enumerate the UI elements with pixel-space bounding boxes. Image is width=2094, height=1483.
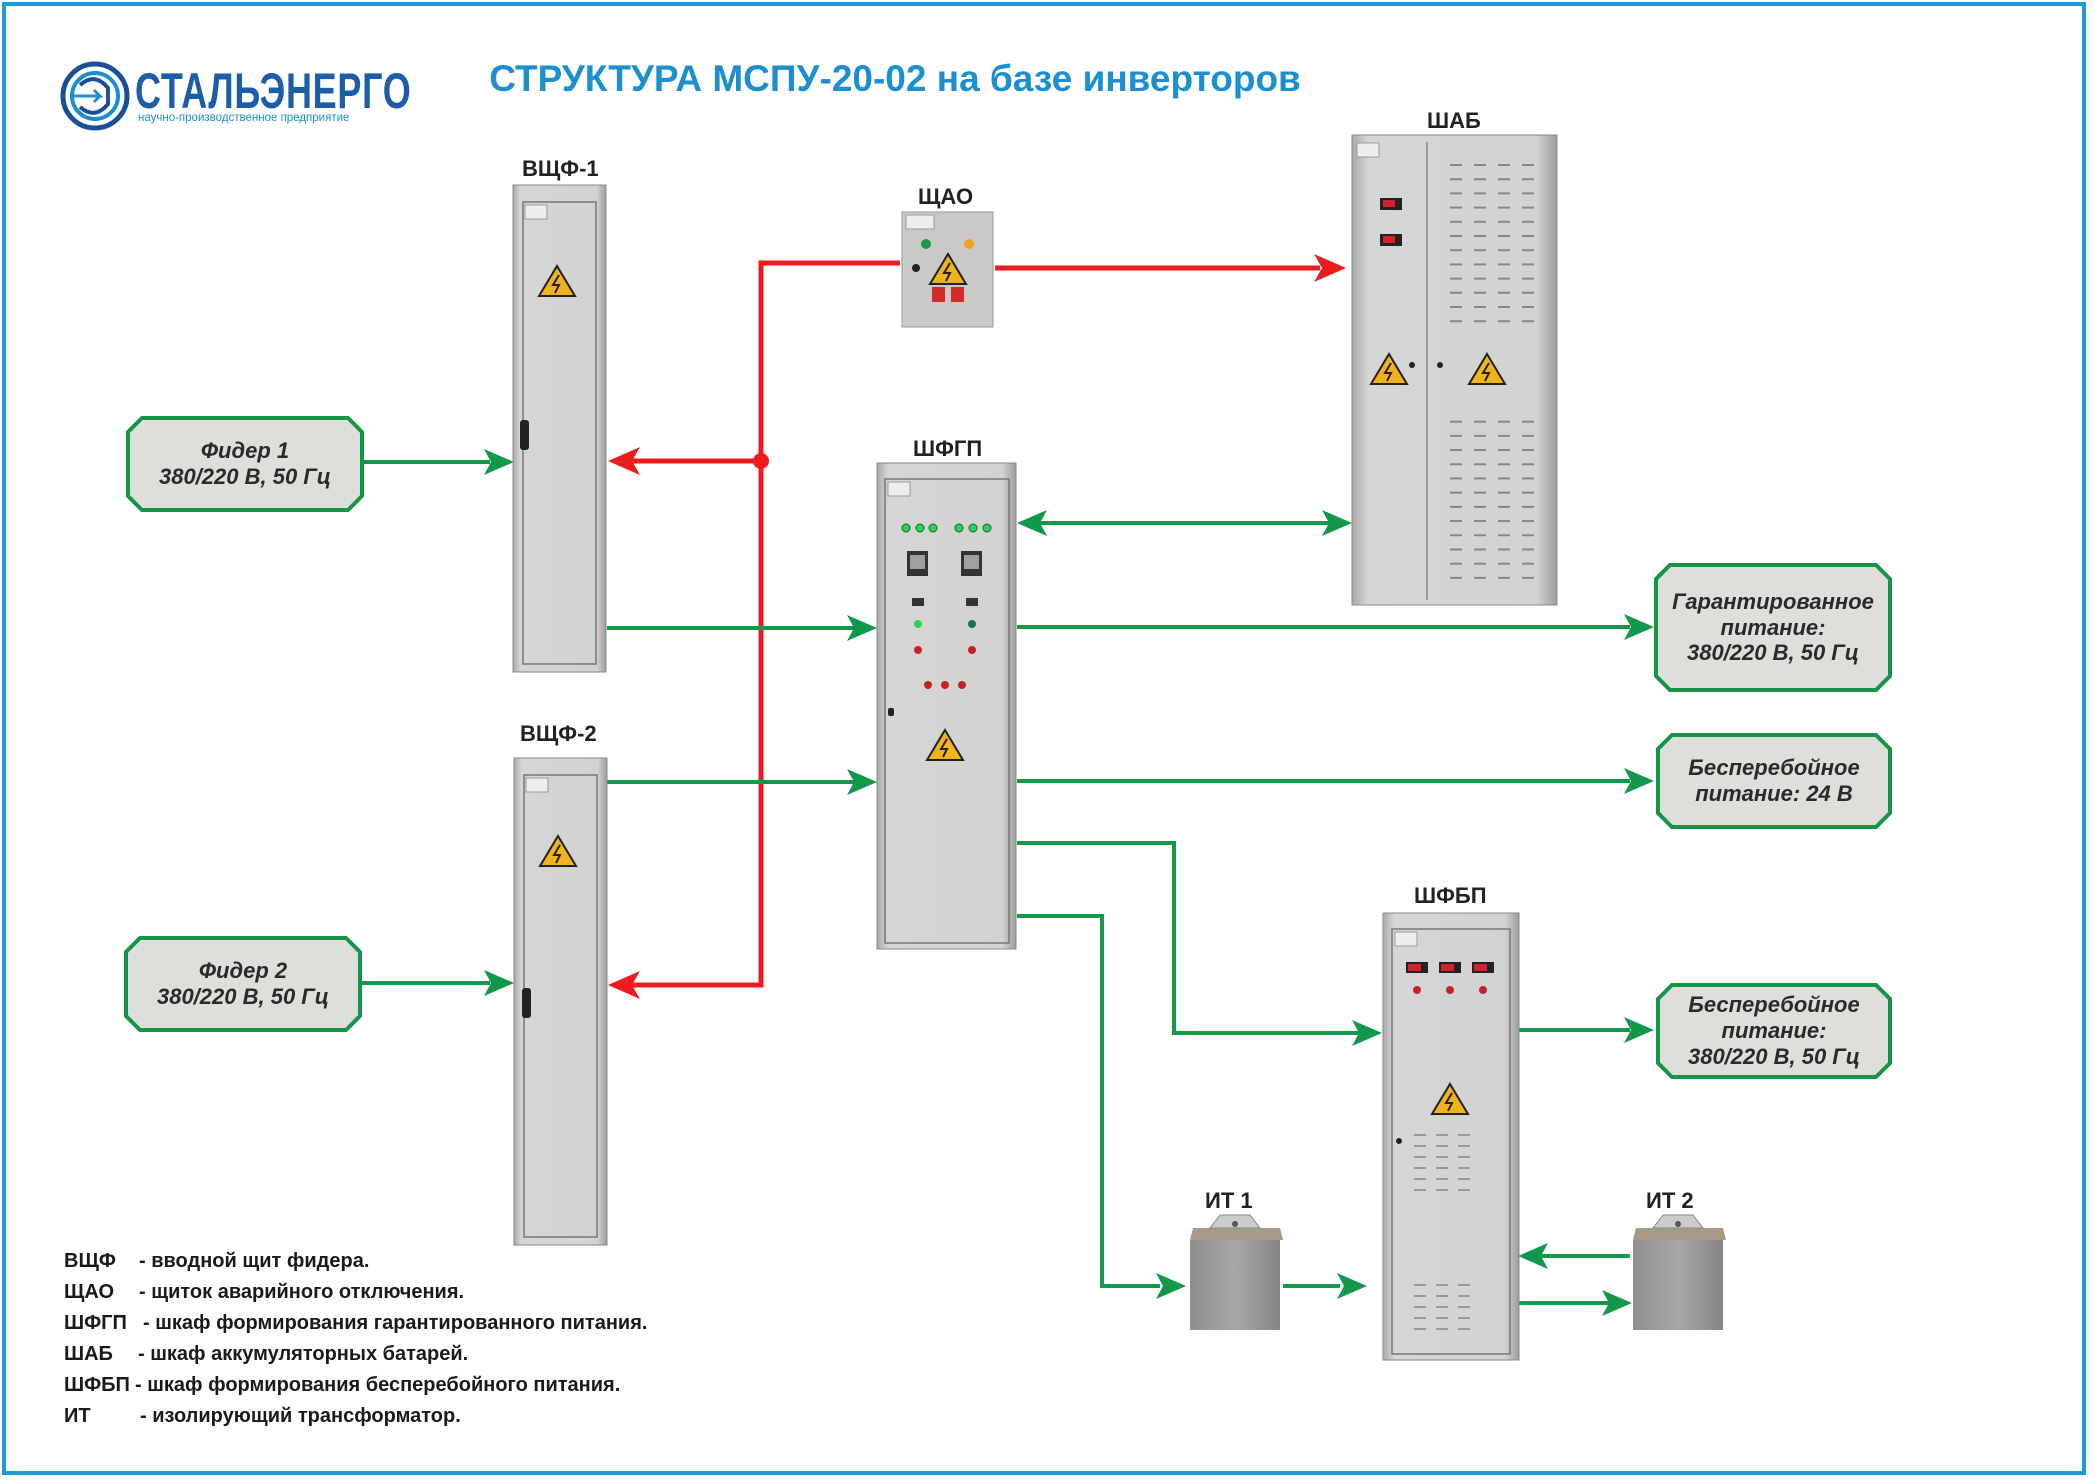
shfgp-label: ШФГП	[913, 436, 983, 461]
ups380-line2: питание:	[1721, 1018, 1827, 1044]
vshf2-cabinet[interactable]	[513, 757, 608, 1246]
arrow-to-shfgp-1	[847, 615, 877, 641]
arrow-to-ups380	[1624, 1017, 1654, 1043]
arrow-to-shab-from-shfgp	[1322, 510, 1352, 536]
legend-abbr: ИТ	[64, 1405, 91, 1427]
legend-abbr: ШАБ	[64, 1343, 113, 1365]
arrow-it2-to-shfbp	[1518, 1243, 1548, 1269]
arrow-to-it1	[1156, 1273, 1186, 1299]
it1-transformer[interactable]	[1190, 1214, 1283, 1330]
guaranteed-line2: питание:	[1720, 614, 1826, 640]
ups380-line3: 380/220 В, 50 Гц	[1687, 1043, 1861, 1069]
feeder2-spec: 380/220 В, 50 Гц	[156, 984, 330, 1009]
logo-tagline: научно-производственное предприятие	[138, 112, 350, 124]
power-lines	[360, 460, 1630, 1305]
emergency-lines	[628, 260, 1320, 988]
ups24-line1: Бесперебойное	[1688, 755, 1860, 781]
feeder2-box-text: Фидер 2 380/220 В, 50 Гц	[126, 938, 360, 1030]
shfbp-label: ШФБП	[1414, 883, 1487, 908]
it1-label: ИТ 1	[1205, 1188, 1253, 1213]
legend-desc: - шкаф формирования гарантированного пит…	[143, 1312, 648, 1334]
it2-label: ИТ 2	[1646, 1188, 1694, 1213]
guaranteed-line1: Гарантированное	[1672, 588, 1874, 614]
legend-desc: - щиток аварийного отключения.	[139, 1281, 465, 1303]
shao-label: ЩАО	[918, 184, 974, 209]
stalenergo-logo-icon	[60, 61, 130, 131]
arrow-to-vshf2	[484, 970, 514, 996]
arrow-to-shfbp	[1352, 1020, 1382, 1046]
legend: ВЩФ - вводной щит фидера. ЩАО - щиток авар…	[64, 1250, 647, 1436]
legend-abbr: ЩАО	[64, 1281, 115, 1303]
legend-desc: - изолирующий трансформатор.	[140, 1405, 461, 1427]
legend-desc: - шкаф формирования бесперебойного питан…	[135, 1374, 621, 1396]
guaranteed-box	[1654, 563, 1892, 692]
legend-desc: - шкаф аккумуляторных батарей.	[138, 1343, 469, 1365]
feeder1-box	[126, 416, 364, 512]
line-shfgp-shfbp	[1017, 841, 1360, 1035]
ups380-box-text: Бесперебойное питание: 380/220 В, 50 Гц	[1658, 985, 1890, 1077]
it2-transformer[interactable]	[1633, 1214, 1726, 1330]
shab-cabinet[interactable]	[1351, 134, 1558, 606]
arrow-to-ups24	[1624, 768, 1654, 794]
feeder2-box	[124, 936, 362, 1032]
shfbp-cabinet[interactable]	[1382, 912, 1520, 1361]
arrow-to-vshf1	[484, 449, 514, 475]
shao-panel[interactable]	[901, 211, 994, 328]
ups24-box	[1656, 733, 1892, 829]
shab-label: ШАБ	[1427, 108, 1481, 133]
legend-row: ШФБП- шкаф формирования бесперебойного п…	[64, 1374, 647, 1405]
arrow-to-shfgp-2	[847, 769, 877, 795]
arrow-to-vshf2	[608, 971, 640, 999]
legend-abbr: ВЩФ	[64, 1250, 116, 1272]
ups380-line1: Бесперебойное	[1688, 992, 1860, 1018]
arrow-it1-to-shfbp	[1337, 1273, 1367, 1299]
feeder2-name: Фидер 2	[198, 958, 288, 984]
line-shfgp-it1	[1017, 914, 1160, 1288]
shfgp-cabinet[interactable]	[876, 462, 1017, 950]
guaranteed-line3: 380/220 В, 50 Гц	[1686, 640, 1860, 666]
vshf1-cabinet[interactable]	[512, 184, 607, 673]
guaranteed-box-text: Гарантированное питание: 380/220 В, 50 Г…	[1656, 565, 1890, 690]
legend-desc: - вводной щит фидера.	[139, 1250, 370, 1272]
feeder1-name: Фидер 1	[200, 438, 290, 464]
arrow-to-vshf1	[608, 447, 640, 475]
legend-row: ИТ - изолирующий трансформатор.	[64, 1405, 647, 1436]
page-title: СТРУКТУРА МСПУ-20-02 на базе инверторов	[489, 58, 1301, 99]
arrow-to-guaranteed	[1624, 614, 1654, 640]
vshf2-label: ВЩФ-2	[520, 721, 597, 746]
vshf1-label: ВЩФ-1	[522, 156, 599, 181]
arrow-to-shfgp-from-shab	[1017, 510, 1047, 536]
ups380-box	[1656, 983, 1892, 1079]
logo-name: СТАЛЬЭНЕРГО	[135, 63, 412, 119]
legend-row: ШАБ - шкаф аккумуляторных батарей.	[64, 1343, 647, 1374]
feeder1-box-text: Фидер 1 380/220 В, 50 Гц	[128, 418, 362, 510]
legend-row: ШФГП - шкаф формирования гарантированного…	[64, 1312, 647, 1343]
emergency-junction-dot	[753, 453, 769, 469]
arrow-shfbp-to-it2	[1602, 1290, 1632, 1316]
feeder1-spec: 380/220 В, 50 Гц	[158, 464, 332, 489]
legend-row: ЩАО - щиток аварийного отключения.	[64, 1281, 647, 1312]
ups24-box-text: Бесперебойное питание: 24 В	[1658, 735, 1890, 827]
ups24-line2: питание: 24 В	[1695, 781, 1853, 806]
legend-abbr: ШФБП	[64, 1374, 130, 1396]
legend-row: ВЩФ - вводной щит фидера.	[64, 1250, 647, 1281]
arrow-to-shab	[1314, 254, 1346, 282]
emergency-line-shao-vshf	[628, 260, 900, 988]
legend-abbr: ШФГП	[64, 1312, 127, 1334]
